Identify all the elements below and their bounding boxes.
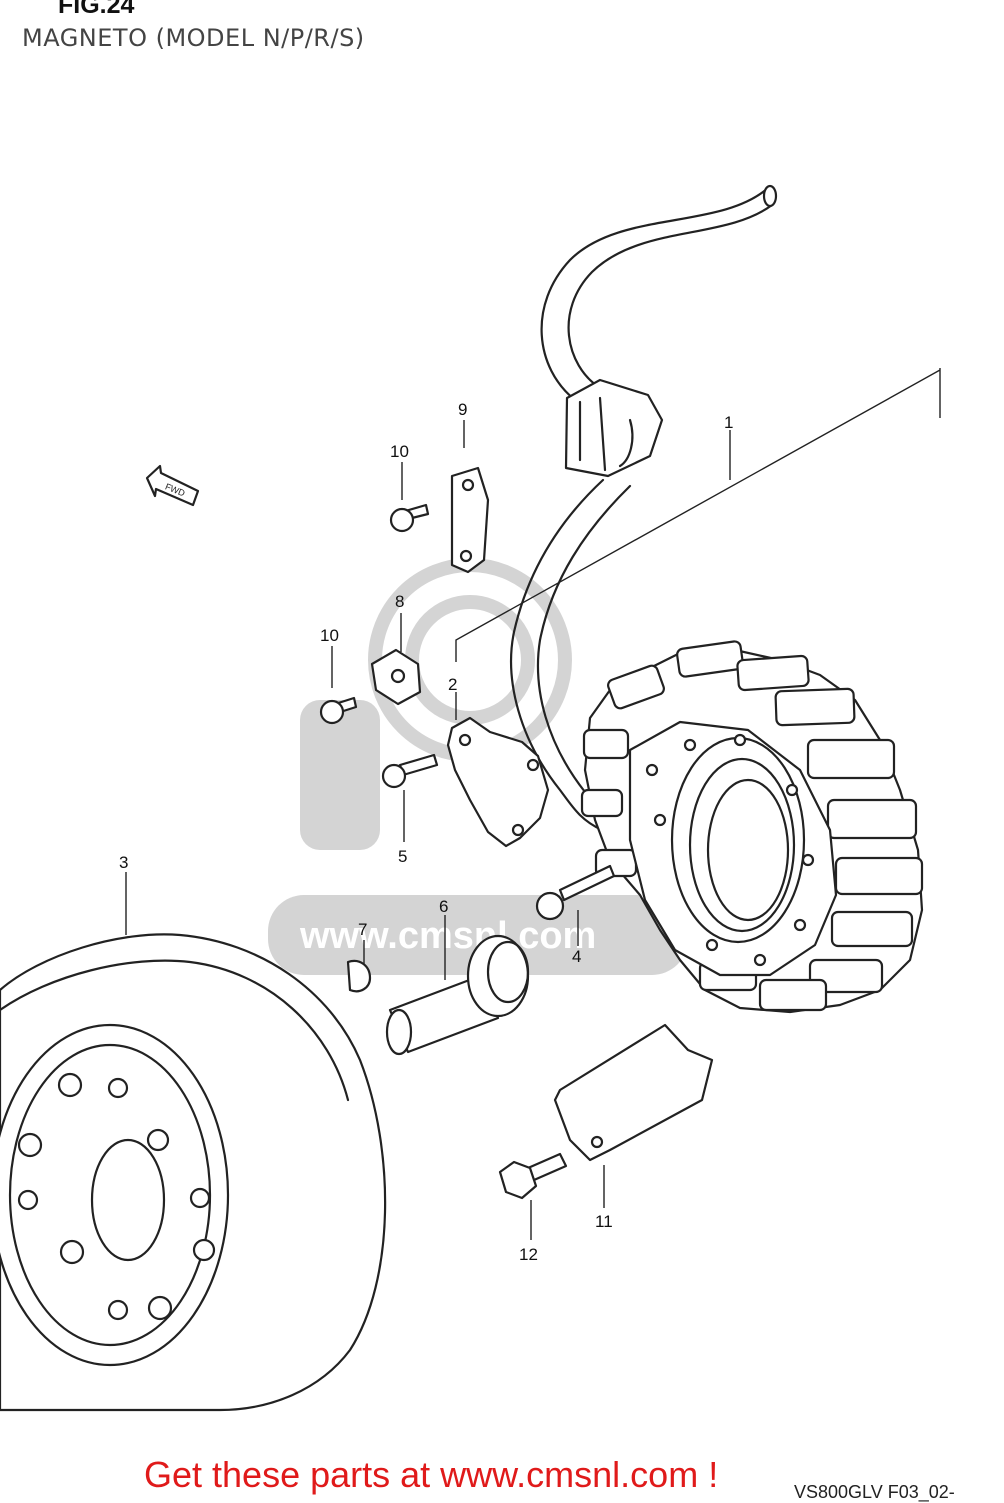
buy-parts-link[interactable]: Get these parts at www.cmsnl.com ! bbox=[144, 1454, 719, 1495]
fwd-direction-arrow: FWD bbox=[145, 464, 200, 507]
callout-12: 12 bbox=[519, 1245, 538, 1264]
part-9-bracket bbox=[450, 466, 490, 574]
callout-1: 1 bbox=[724, 413, 733, 432]
part-5-clamp-screw bbox=[381, 753, 439, 789]
callout-2: 2 bbox=[448, 675, 457, 694]
callout-11: 11 bbox=[595, 1212, 613, 1231]
callout-5: 5 bbox=[398, 847, 407, 866]
callout-leader-lines bbox=[125, 368, 941, 1240]
part-7-key bbox=[346, 959, 372, 993]
callout-6: 6 bbox=[439, 897, 448, 916]
watermark-banner bbox=[268, 895, 688, 975]
part-1-stator bbox=[580, 640, 924, 1014]
figure-subtitle: MAGNETO (MODEL N/P/R/S) bbox=[22, 24, 365, 52]
part-3-rotor bbox=[0, 933, 387, 1412]
watermark-figure bbox=[300, 700, 380, 850]
part-10-screw-lower bbox=[319, 696, 358, 725]
callout-9: 9 bbox=[458, 400, 467, 419]
part-12-bolt bbox=[498, 1152, 568, 1200]
part-8-wire-guide bbox=[370, 648, 422, 706]
callout-4: 4 bbox=[572, 947, 581, 966]
stator-wire-harness bbox=[510, 184, 778, 832]
part-2-wire-clamp bbox=[446, 716, 550, 848]
part-6-rotor-bolt bbox=[385, 934, 530, 1056]
callout-3: 3 bbox=[119, 853, 128, 872]
callout-10-upper: 10 bbox=[390, 442, 409, 461]
callout-numbers: 1 2 3 4 5 6 7 8 9 10 10 11 12 bbox=[119, 400, 733, 1264]
part-11-cover-bracket bbox=[553, 1023, 714, 1162]
watermark-text: www.cmsnl.com bbox=[299, 915, 596, 957]
diagram-code: VS800GLV F03_02- bbox=[794, 1482, 955, 1502]
callout-8: 8 bbox=[395, 592, 404, 611]
callout-10-lower: 10 bbox=[320, 626, 339, 645]
part-10-screw-upper bbox=[389, 503, 430, 533]
figure-number: FIG.24 bbox=[58, 0, 135, 19]
callout-7: 7 bbox=[358, 920, 367, 939]
part-4-stator-screw bbox=[535, 864, 616, 921]
